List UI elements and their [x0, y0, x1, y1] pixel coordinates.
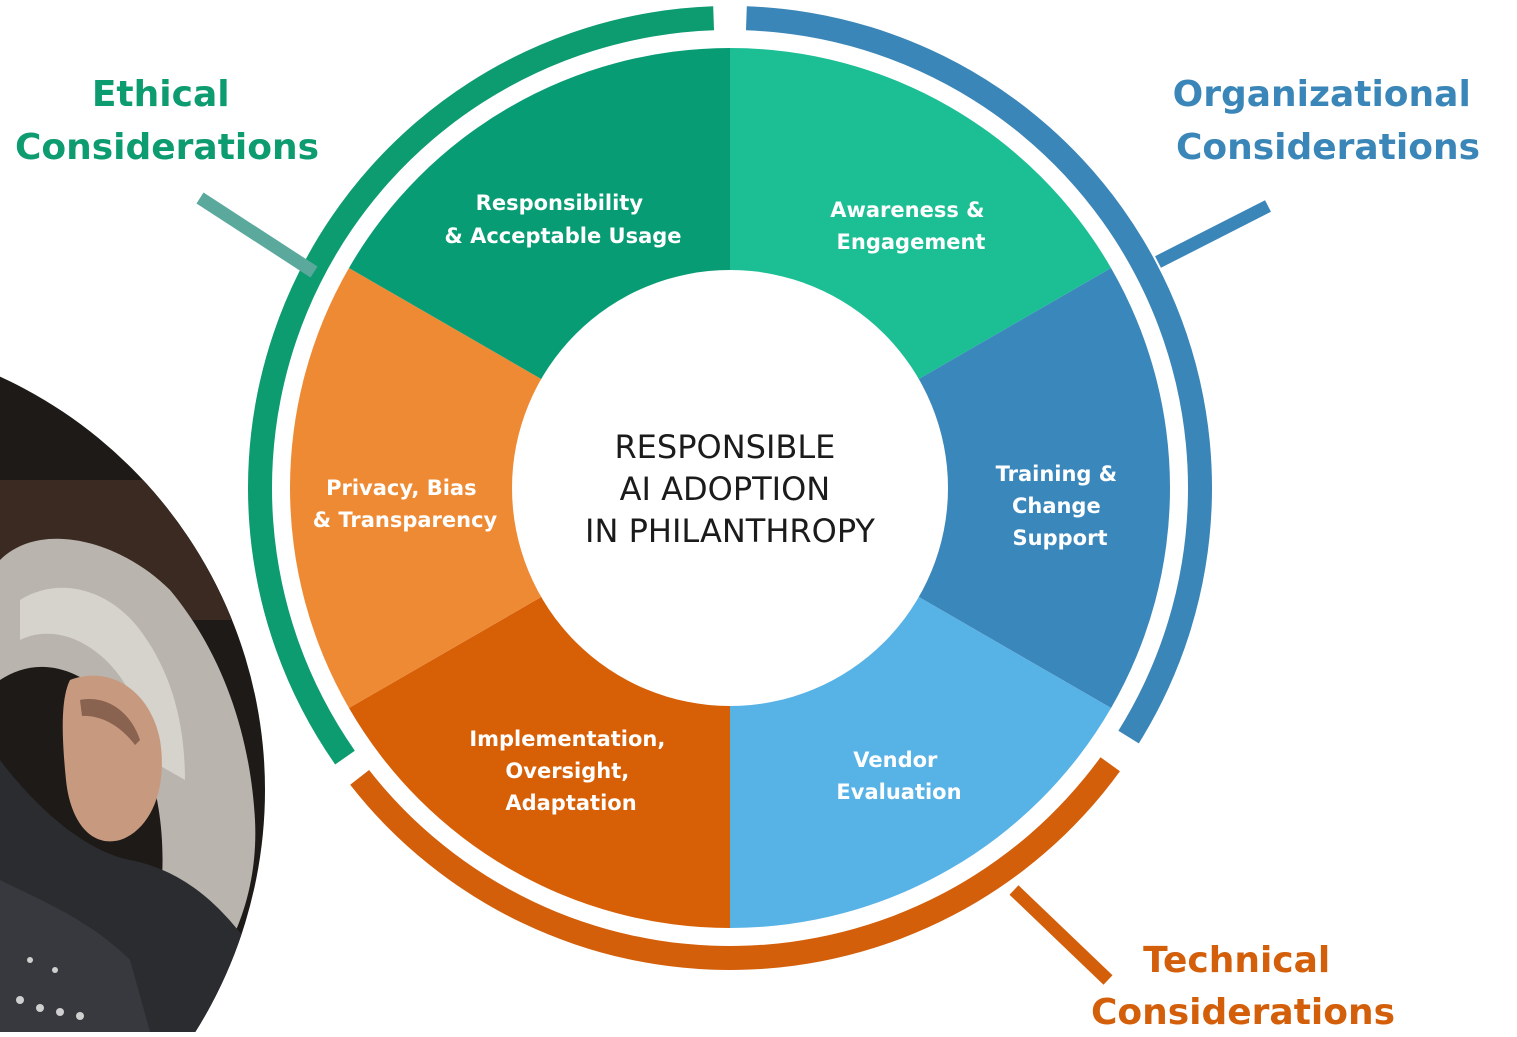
- segment-implementation: [290, 268, 730, 708]
- segment-label-implementation: Implementation, Oversight, Adaptation: [469, 727, 672, 815]
- center-circle: [512, 270, 948, 706]
- organizational-connector-line: [1155, 200, 1271, 268]
- segment-label-vendor: Vendor Evaluation: [836, 748, 961, 804]
- technical-connector-line: [1009, 885, 1113, 985]
- technical-heading: Technical Considerations: [1091, 940, 1395, 1032]
- center-title-line-3: IN PHILANTHROPY: [585, 512, 875, 550]
- ethical-heading: Ethical Considerations: [15, 74, 319, 168]
- ethical-outer-arc: [248, 6, 715, 765]
- segment-label-privacy: Privacy, Bias & Transparency: [313, 476, 498, 532]
- segment-label-awareness: Awareness & Engagement: [830, 198, 992, 254]
- ethical-connector-line: [196, 192, 318, 278]
- organizational-outer-arc: [745, 6, 1213, 744]
- center-title-line-2: AI ADOPTION: [620, 470, 831, 508]
- segment-label-responsibility: Responsibility & Acceptable Usage: [444, 191, 681, 248]
- technical-outer-arc: [350, 757, 1120, 971]
- segment-label-training: Training & Change Support: [996, 462, 1125, 550]
- center-title-line-1: RESPONSIBLE: [614, 428, 835, 466]
- organizational-heading: Organizational Considerations: [1173, 74, 1484, 168]
- segment-awareness: [730, 268, 1170, 708]
- center-title: RESPONSIBLE AI ADOPTION IN PHILANTHROPY: [585, 428, 875, 550]
